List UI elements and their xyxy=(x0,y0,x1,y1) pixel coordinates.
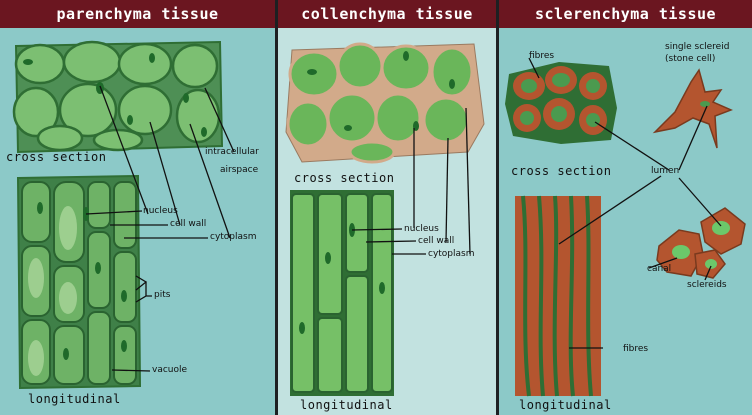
collenchyma-longitudinal-illustration xyxy=(290,190,394,396)
sclerenchyma-sclereids-illustration xyxy=(656,207,746,279)
collenchyma-cytoplasm-label: cytoplasm xyxy=(428,249,475,259)
parenchyma-longitudinal-illustration xyxy=(16,174,142,390)
parenchyma-pits-label: pits xyxy=(154,290,171,300)
sclerenchyma-fibres-top-label: fibres xyxy=(529,51,555,61)
header-parenchyma: parenchyma tissue xyxy=(0,0,275,28)
parenchyma-cross-section-label: cross section xyxy=(6,150,107,164)
sclerenchyma-sclereids-label: sclereids xyxy=(687,280,727,290)
sclerenchyma-cross-section-label: cross section xyxy=(511,164,612,178)
collenchyma-cross-section-illustration xyxy=(285,42,485,164)
panel-parenchyma: cross section intracellular airspace nuc… xyxy=(0,28,275,415)
sclerenchyma-cross-section-illustration xyxy=(505,62,617,144)
sclerenchyma-canal-label: canal xyxy=(647,264,672,274)
collenchyma-cell-wall-label: cell wall xyxy=(418,236,455,246)
sclerenchyma-lumen-label: lumen xyxy=(651,166,680,176)
parenchyma-longitudinal-label: longitudinal xyxy=(28,392,121,406)
parenchyma-cell-wall-label: cell wall xyxy=(170,219,207,229)
sclerenchyma-stone-cell-label: (stone cell) xyxy=(665,54,716,64)
panel-sclerenchyma: fibres single sclereid (stone cell) cros… xyxy=(499,28,752,415)
panel-collenchyma: cross section nucleus cell wall cytoplas… xyxy=(278,28,496,415)
header-collenchyma: collenchyma tissue xyxy=(278,0,496,28)
header-sclerenchyma: sclerenchyma tissue xyxy=(499,0,752,28)
sclerenchyma-single-sclereid-illustration xyxy=(652,68,733,149)
collenchyma-nucleus-label: nucleus xyxy=(404,224,439,234)
sclerenchyma-longitudinal-illustration xyxy=(515,195,601,397)
sclerenchyma-single-sclereid-label: single sclereid xyxy=(665,42,730,52)
parenchyma-intracellular-label: intracellular xyxy=(205,147,259,157)
parenchyma-nucleus-label: nucleus xyxy=(143,206,178,216)
collenchyma-leader-lines xyxy=(351,107,471,255)
sclerenchyma-longitudinal-label: longitudinal xyxy=(519,398,612,412)
parenchyma-cytoplasm-label: cytoplasm xyxy=(210,232,257,242)
parenchyma-airspace-label: airspace xyxy=(220,165,259,175)
sclerenchyma-leader-lines xyxy=(528,57,722,349)
parenchyma-vacuole-label: vacuole xyxy=(152,365,188,375)
parenchyma-leader-lines xyxy=(85,85,235,372)
collenchyma-longitudinal-label: longitudinal xyxy=(300,398,393,412)
sclerenchyma-fibres-bottom-label: fibres xyxy=(623,344,649,354)
parenchyma-cross-section-illustration xyxy=(12,40,224,154)
collenchyma-cross-section-label: cross section xyxy=(294,171,395,185)
